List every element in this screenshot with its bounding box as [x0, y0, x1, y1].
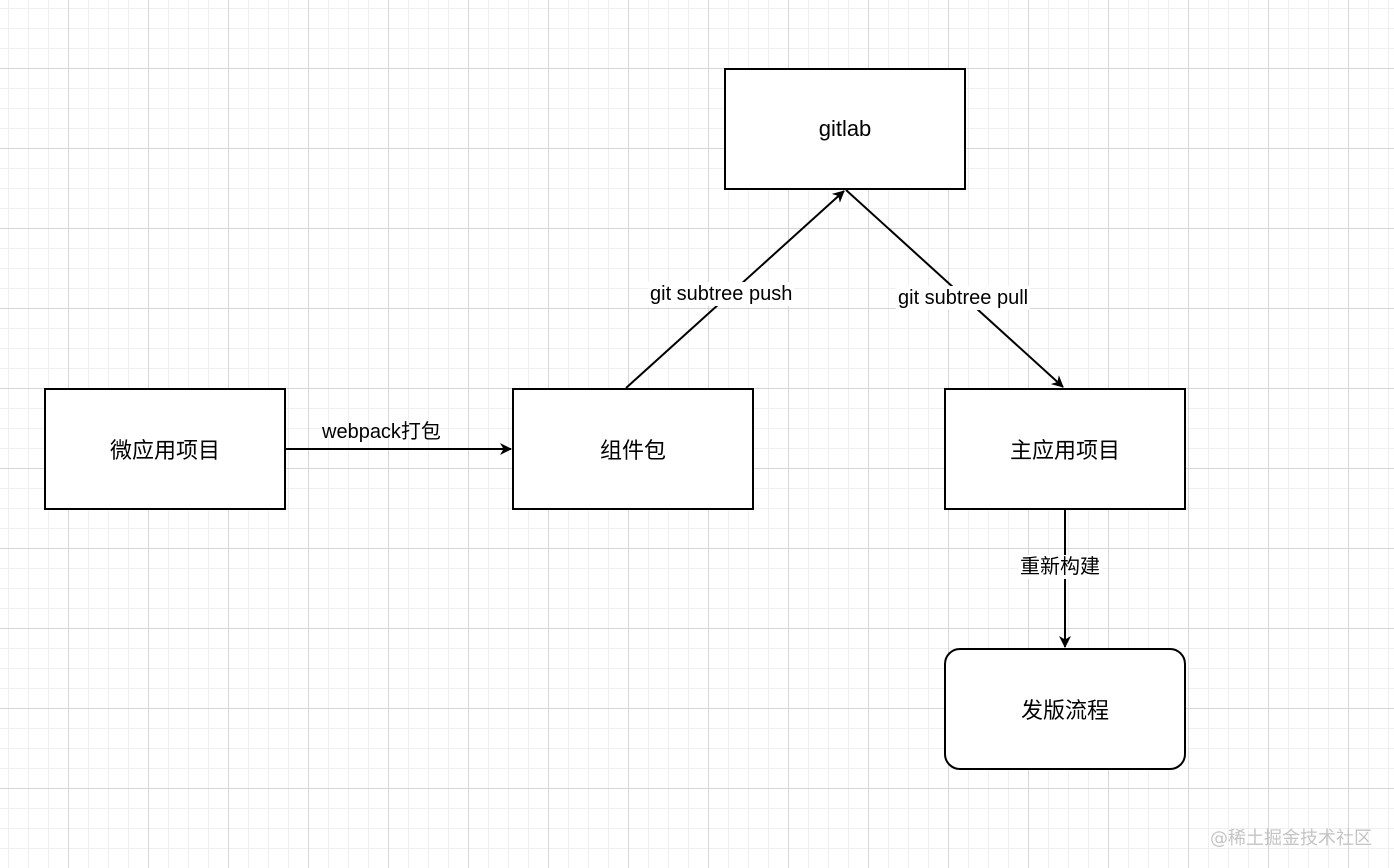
- node-gitlab[interactable]: gitlab: [724, 68, 966, 190]
- edge-pull-label: git subtree pull: [896, 286, 1031, 310]
- edge-webpack-label: webpack打包: [322, 421, 441, 443]
- node-component-pkg-label: 组件包: [599, 438, 666, 463]
- node-main-app[interactable]: 主应用项目: [944, 388, 1186, 510]
- node-micro-app[interactable]: 微应用项目: [44, 388, 286, 510]
- node-release-label: 发版流程: [1020, 698, 1109, 723]
- node-micro-app-label: 微应用项目: [109, 438, 220, 463]
- edge-rebuild-label: 重新构建: [1018, 555, 1102, 579]
- watermark: @稀土掘金技术社区: [1210, 828, 1372, 849]
- node-gitlab-label: gitlab: [818, 116, 872, 141]
- node-release[interactable]: 发版流程: [944, 648, 1186, 770]
- edge-push-label: git subtree push: [648, 282, 795, 306]
- node-component-pkg[interactable]: 组件包: [512, 388, 754, 510]
- node-main-app-label: 主应用项目: [1009, 438, 1120, 463]
